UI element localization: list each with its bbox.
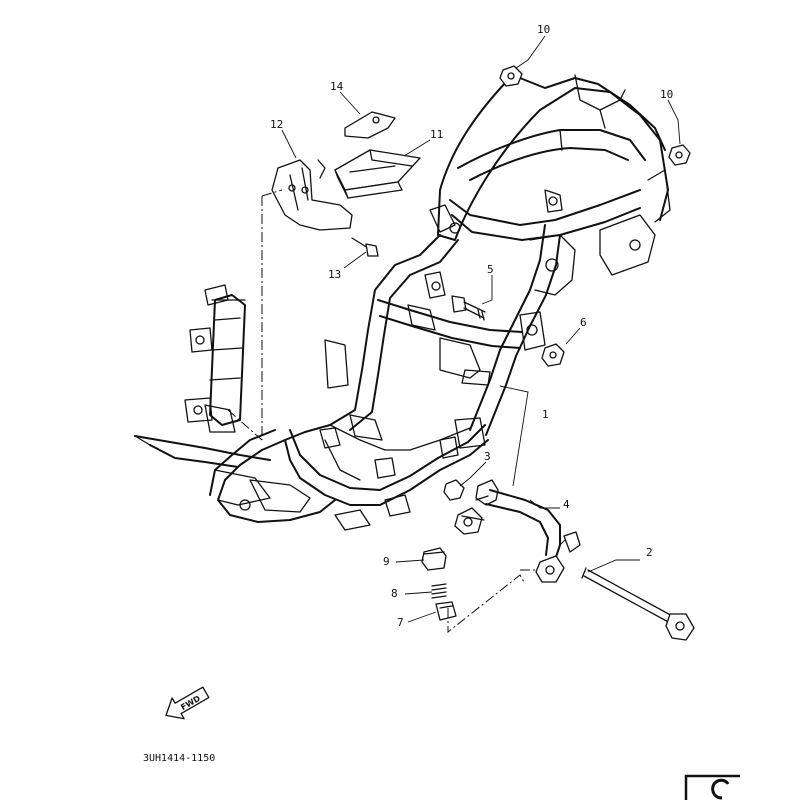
engine-bracket-4 — [454, 479, 581, 583]
callout-9: 9 — [383, 555, 390, 568]
diagram-code: 3UH1414-1150 — [143, 753, 215, 764]
nut-10-right — [668, 144, 691, 166]
spring-8 — [431, 583, 447, 599]
battery-band — [344, 111, 396, 139]
callout-2: 2 — [646, 546, 653, 559]
assembly-lines — [227, 189, 566, 634]
collar-7 — [435, 601, 457, 621]
callout-11: 11 — [430, 128, 443, 141]
bracket-12 — [271, 159, 353, 231]
callout-12: 12 — [270, 118, 283, 131]
bolt-13 — [351, 237, 379, 257]
callout-3: 3 — [484, 450, 491, 463]
callout-labels: 1 2 3 4 5 6 7 8 9 10 10 11 12 13 14 — [270, 23, 673, 629]
corner-frame-mark — [684, 774, 740, 800]
nut-6 — [541, 343, 565, 367]
leader-lines — [281, 35, 681, 623]
nut-10-upper — [499, 65, 523, 87]
callout-7: 7 — [397, 616, 404, 629]
callout-6: 6 — [580, 316, 587, 329]
callout-1: 1 — [542, 408, 549, 421]
battery-box — [334, 149, 421, 199]
cap-9 — [421, 547, 447, 571]
nut-3 — [443, 479, 465, 501]
long-bolt-2 — [581, 567, 695, 641]
callout-8: 8 — [391, 587, 398, 600]
callout-10-right: 10 — [660, 88, 673, 101]
callout-4: 4 — [563, 498, 570, 511]
callout-5: 5 — [487, 263, 494, 276]
main-frame — [134, 74, 671, 531]
fwd-arrow-icon: FWD — [165, 686, 210, 720]
callout-13: 13 — [328, 268, 341, 281]
callout-10-upper: 10 — [537, 23, 550, 36]
bolt-5 — [451, 295, 486, 321]
callout-14: 14 — [330, 80, 344, 93]
